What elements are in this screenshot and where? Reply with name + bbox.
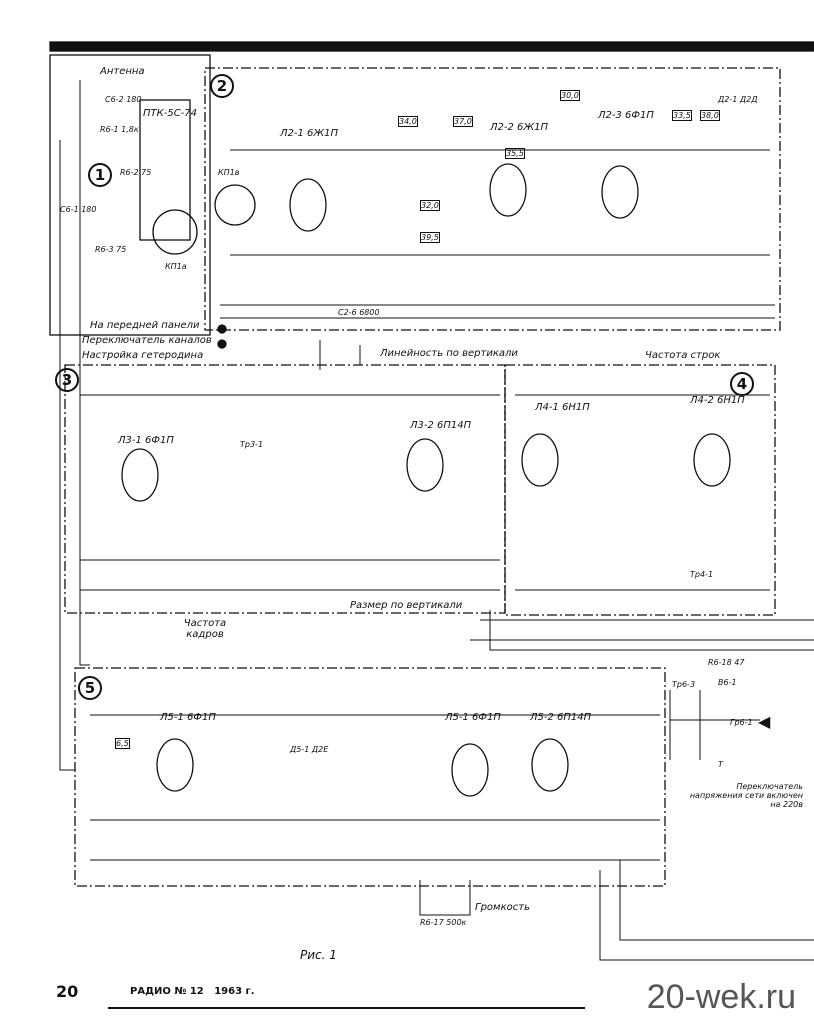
block-3-frame — [64, 364, 506, 614]
connector-kp1a — [152, 209, 198, 255]
front-panel-item: Настройка гетеродина — [82, 350, 204, 361]
front-panel-title: На передней панели — [90, 320, 200, 331]
tubes — [121, 163, 731, 797]
c6-1-label: C6-1 180 — [60, 205, 97, 214]
tr6-3-label: Тр6-3 — [672, 680, 696, 689]
frame-frequency-label: Частота кадров — [183, 618, 227, 640]
block-2-frame — [204, 67, 781, 331]
front-panel-item: Переключатель каналов — [82, 335, 212, 346]
volume-label: Громкость — [475, 902, 530, 913]
diodes-d5-label: Д5-1 Д2Е — [290, 745, 329, 754]
tube-l2-1-label: Л2-1 6Ж1П — [280, 128, 339, 139]
tube-l2-3-label: Л2-3 6Ф1П — [598, 110, 654, 121]
line-frequency-label: Частота строк — [645, 350, 721, 361]
r6-1-label: R6-1 1,8к — [100, 125, 139, 134]
block-2-number: 2 — [210, 74, 234, 98]
speaker-label: Гр6-1 — [730, 718, 753, 727]
freq-box: 6,5 — [115, 738, 130, 749]
phones-label: Т — [718, 760, 723, 769]
speaker-icon: ◀ — [758, 712, 771, 731]
volume-pot-label: R6-17 500к — [420, 918, 467, 927]
tube-l5-1b-label: Л5-1 6Ф1П — [445, 712, 501, 723]
freq-box: 39,5 — [420, 232, 440, 243]
diode-d2-1-label: Д2-1 Д2Д — [718, 95, 758, 104]
tube-l4-2-label: Л4-2 6Н1П — [690, 395, 745, 406]
tube-l3-1-label: Л3-1 6Ф1П — [118, 435, 174, 446]
freq-box: 30,0 — [560, 90, 580, 101]
freq-box: 38,0 — [700, 110, 720, 121]
block-1-frame — [49, 54, 211, 336]
vertical-size-label: Размер по вертикали — [350, 600, 463, 611]
block-4-number: 4 — [730, 372, 754, 396]
figure-caption: Рис. 1 — [300, 948, 337, 962]
block-1-number: 1 — [88, 163, 112, 187]
r6-18-label: R6-18 47 — [708, 658, 745, 667]
freq-box: 37,0 — [453, 116, 473, 127]
block-4-frame — [504, 364, 776, 616]
block-3-number: 3 — [55, 368, 79, 392]
mains-switch-note: Переключатель напряжения сети включен на… — [689, 782, 803, 809]
r6-2-label: R6-2 75 — [120, 168, 152, 177]
tuner-box — [139, 99, 191, 241]
tube-l4-1-label: Л4-1 6Н1П — [535, 402, 590, 413]
connector-kp1b — [214, 184, 256, 226]
page-number: 20 — [56, 982, 79, 1001]
freq-box: 32,0 — [420, 200, 440, 211]
watermark: 20-wek.ru — [646, 978, 796, 1016]
top-rule — [49, 41, 814, 52]
switch-v6-1-label: В6-1 — [718, 678, 737, 687]
tube-l5-2-label: Л5-2 6П14П — [530, 712, 592, 723]
tr4-1-label: Тр4-1 — [690, 570, 714, 579]
kp1b-label: КП1в — [218, 168, 240, 177]
kp1a-label: КП1а — [165, 262, 187, 271]
tube-l3-2-label: Л3-2 6П14П — [410, 420, 472, 431]
vertical-linearity-label: Линейность по вертикали — [380, 348, 518, 359]
r6-3-label: R6-3 75 — [95, 245, 127, 254]
block-5-number: 5 — [78, 676, 102, 700]
c6-2-label: C6-2 180 — [105, 95, 142, 104]
tube-l2-2-label: Л2-2 6Ж1П — [490, 122, 549, 133]
block-5-frame — [74, 667, 666, 887]
tr3-1-label: Тр3-1 — [240, 440, 264, 449]
tube-l5-1-label: Л5-1 6Ф1П — [160, 712, 216, 723]
freq-box: 34,0 — [398, 116, 418, 127]
tuner-label: ПТК-5С-74 — [143, 108, 198, 119]
c2-6-label: C2-6 6800 — [338, 308, 380, 317]
antenna-label: Антенна — [100, 66, 145, 77]
freq-box: 33,5 — [672, 110, 692, 121]
freq-box: 35,5 — [505, 148, 525, 159]
magazine-issue: РАДИО № 12 1963 г. — [130, 986, 255, 997]
